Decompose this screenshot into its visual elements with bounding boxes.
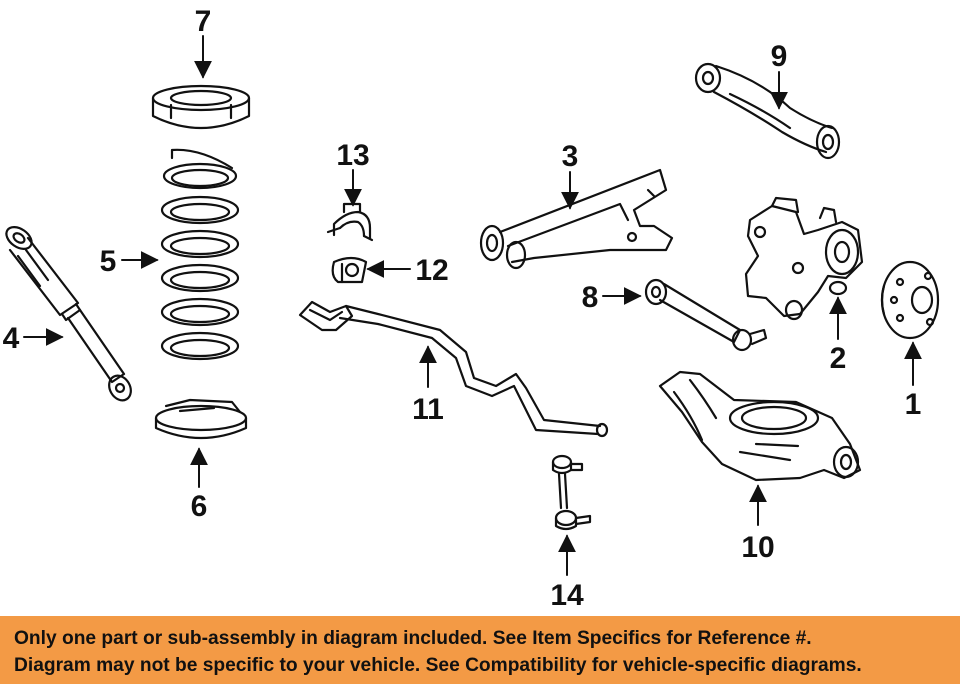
coil-spring-part [160,148,240,361]
stabilizer-bracket-part [326,202,374,242]
callout-9: 9 [771,40,788,73]
callout-5: 5 [100,245,117,278]
stabilizer-bushing-part [331,256,368,284]
rear-suspension-diagram: 7 5 6 4 13 12 11 3 9 8 2 1 10 14 [3,5,940,612]
callout-labels: 7 5 6 4 13 12 11 3 9 8 2 1 10 14 [3,5,922,612]
callout-4: 4 [3,322,20,355]
callout-7: 7 [195,5,212,38]
stabilizer-link-part [551,454,592,531]
notice-line-1: Only one part or sub-assembly in diagram… [14,628,812,649]
callout-3: 3 [562,140,579,173]
callout-13: 13 [336,139,369,172]
callout-1: 1 [905,388,922,421]
stabilizer-bar-part [298,300,609,438]
callout-2: 2 [830,342,847,375]
notice-banner: Only one part or sub-assembly in diagram… [0,616,960,684]
callout-12: 12 [415,254,448,287]
knuckle-part [744,196,864,321]
callout-14: 14 [550,579,584,612]
notice-line-2: Diagram may not be specific to your vehi… [14,655,862,676]
trailing-arm-part [479,168,674,270]
shock-absorber-part [5,225,132,402]
callout-8: 8 [582,281,599,314]
callout-6: 6 [191,490,208,523]
spring-upper-seat-part [151,84,251,130]
lower-control-arm-part [658,370,862,482]
spring-lower-seat-part [154,398,248,440]
callout-arrows [23,35,922,576]
callout-10: 10 [741,531,774,564]
callout-11: 11 [412,393,444,426]
lateral-link-part [644,278,768,352]
upper-control-arm-part [694,62,841,160]
hub-part [880,260,940,340]
